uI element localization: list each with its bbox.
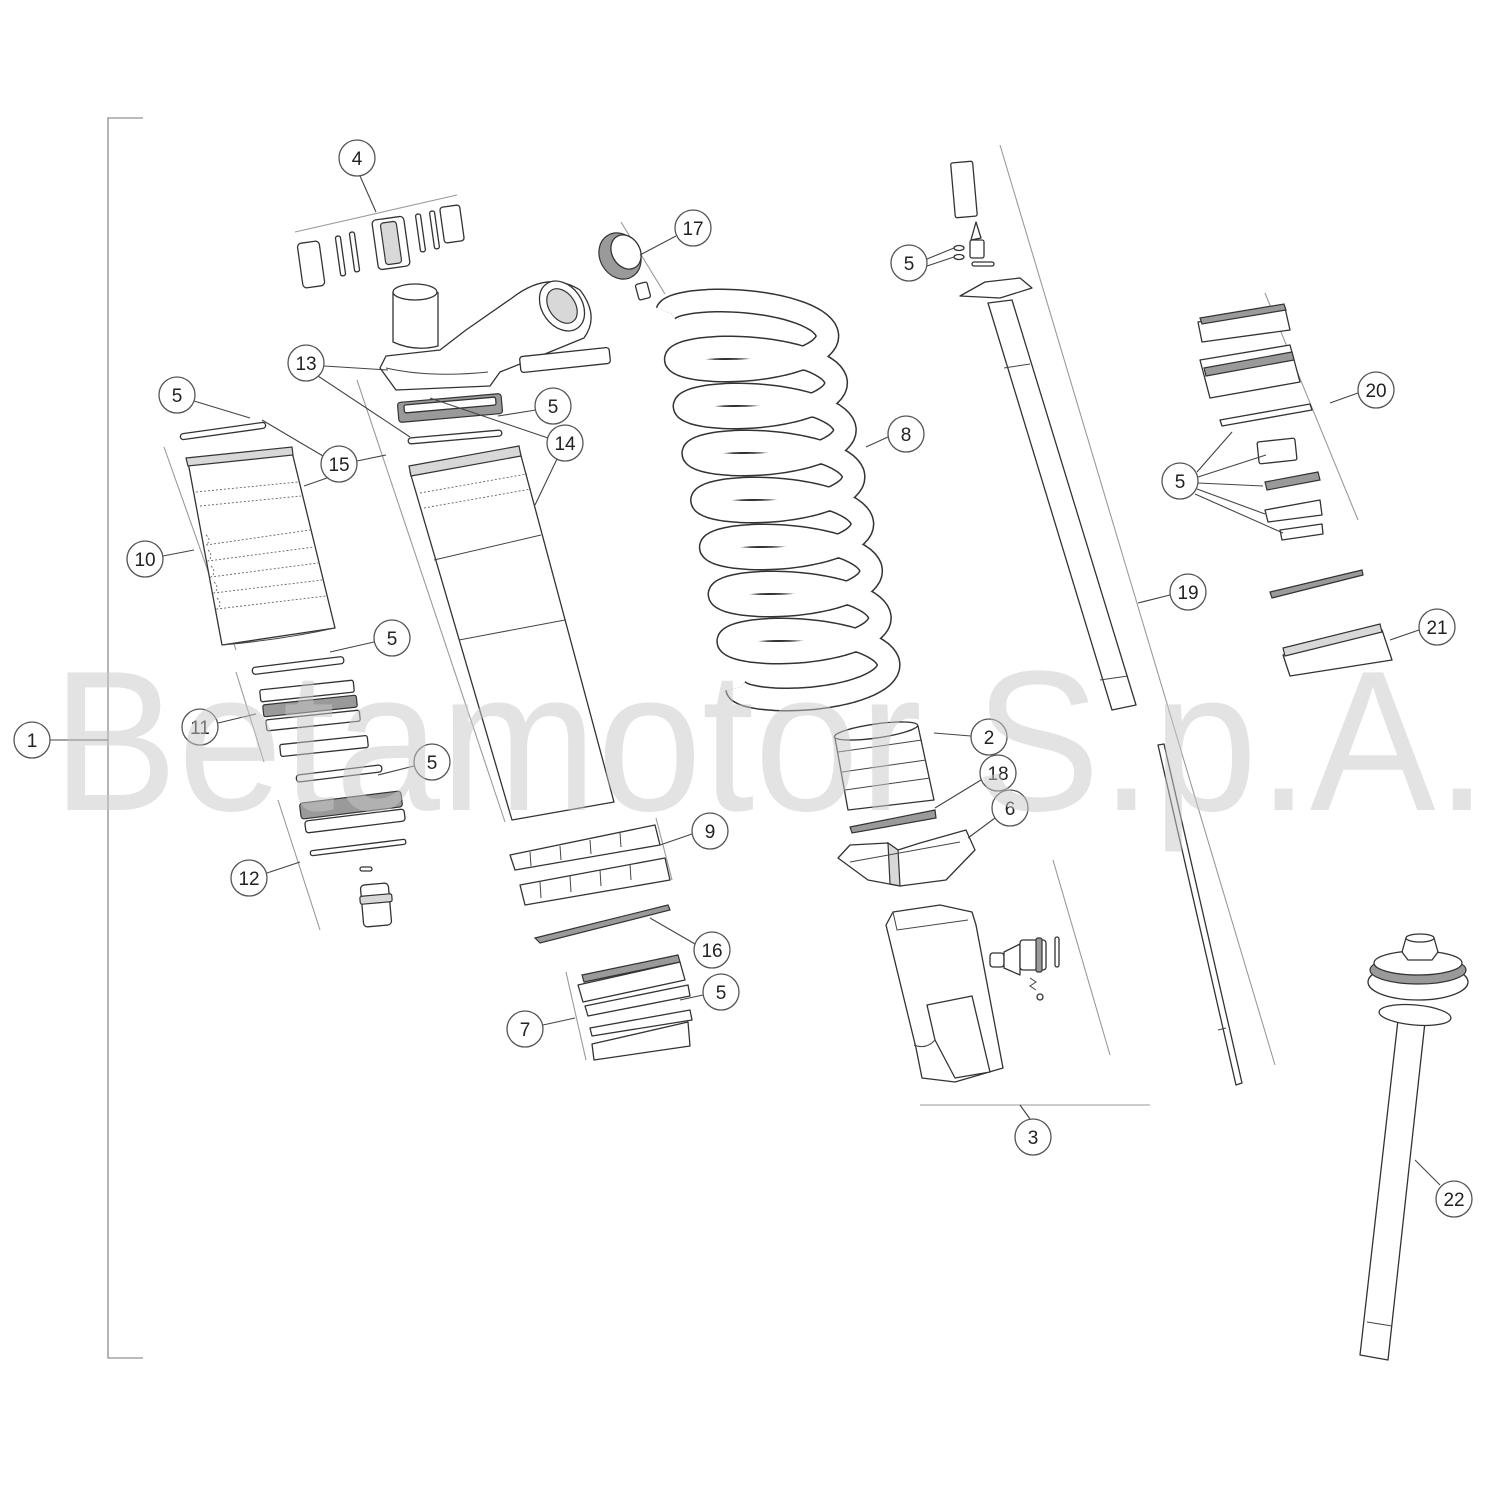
bump-stop (833, 721, 935, 811)
callout-7: 7 (506, 1010, 544, 1048)
callout-16: 16 (693, 931, 731, 969)
callout-label: 1 (27, 731, 38, 752)
callout-label: 17 (682, 219, 703, 240)
callout-6: 6 (991, 789, 1029, 827)
bleed-valve (989, 936, 1060, 1001)
callout-5: 5 (890, 244, 928, 282)
callout-label: 10 (134, 550, 155, 571)
callout-label: 13 (295, 354, 316, 375)
spring-coil (657, 290, 900, 710)
callout-label: 5 (172, 386, 183, 407)
leader-lines (50, 175, 1441, 1186)
damper-rod (950, 160, 1137, 711)
callout-8: 8 (887, 415, 925, 453)
callout-2: 2 (970, 718, 1008, 756)
callout-20: 20 (1357, 371, 1395, 409)
callout-label: 14 (554, 434, 576, 455)
lower-clevis (885, 904, 1004, 1083)
coil-spring (655, 288, 901, 712)
callout-label: 4 (352, 149, 363, 170)
bushing-kit (296, 204, 465, 289)
callout-label: 19 (1177, 583, 1198, 604)
washer (533, 904, 671, 944)
callout-5: 5 (373, 619, 411, 657)
callout-5: 5 (702, 973, 740, 1011)
callout-label: 6 (1005, 799, 1016, 820)
main-cylinder (408, 445, 615, 821)
callout-12: 12 (230, 859, 268, 897)
callout-label: 18 (987, 764, 1008, 785)
watermark: Betamotor S.p.A. (52, 630, 1488, 853)
callout-label: 12 (238, 869, 259, 890)
callout-4: 4 (338, 139, 376, 177)
callout-label: 7 (520, 1020, 531, 1041)
callout-10: 10 (126, 540, 164, 578)
callout-label: 15 (328, 455, 349, 476)
callout-14: 14 (546, 424, 584, 462)
spring-washer (849, 809, 937, 834)
reservoir (179, 421, 336, 646)
cap-bearing-set (1197, 303, 1324, 541)
callout-17: 17 (674, 209, 712, 247)
plate-and-ring (1269, 569, 1393, 677)
callout-label: 8 (901, 425, 912, 446)
valve-o-rings (953, 244, 965, 261)
callout-label: 22 (1443, 1190, 1464, 1211)
callout-5: 5 (158, 376, 196, 414)
callout-3: 3 (1014, 1118, 1052, 1156)
callout-label: 5 (1175, 472, 1186, 493)
callout-label: 2 (984, 728, 995, 749)
preload-rings (509, 824, 671, 906)
callout-label: 5 (387, 629, 398, 650)
adjuster-knob (598, 232, 652, 301)
callout-15: 15 (320, 445, 358, 483)
callout-19: 19 (1169, 573, 1207, 611)
compression-valve-group (299, 790, 407, 928)
callout-5: 5 (1161, 462, 1199, 500)
callout-11: 11 (181, 708, 219, 746)
callout-label: 5 (716, 983, 727, 1004)
lower-spring-seat (837, 829, 976, 887)
piston-ring-set (251, 656, 383, 783)
callout-label: 21 (1426, 618, 1447, 639)
callout-label: 5 (904, 254, 915, 275)
callouts: 1 4 17 5 13 5 5 14 15 8 20 5 10 19 21 5 … (13, 139, 1473, 1218)
callout-1: 1 (13, 721, 51, 759)
callout-22: 22 (1435, 1180, 1473, 1218)
seal-head (577, 954, 693, 1061)
callout-5: 5 (413, 743, 451, 781)
callout-5: 5 (534, 387, 572, 425)
callout-label: 5 (427, 753, 438, 774)
adjuster-needle (1157, 743, 1243, 1086)
callout-21: 21 (1418, 608, 1456, 646)
callout-9: 9 (691, 812, 729, 850)
callout-label: 16 (701, 941, 722, 962)
callout-13: 13 (287, 344, 325, 382)
callout-label: 11 (190, 718, 210, 739)
assembly-bracket (107, 117, 143, 1359)
callout-label: 9 (705, 822, 716, 843)
callout-label: 5 (548, 397, 559, 418)
reservoir-head (379, 280, 611, 445)
callout-label: 3 (1028, 1128, 1039, 1149)
callout-label: 20 (1365, 381, 1386, 402)
piston-rod (1359, 933, 1469, 1361)
callout-18: 18 (979, 754, 1017, 792)
